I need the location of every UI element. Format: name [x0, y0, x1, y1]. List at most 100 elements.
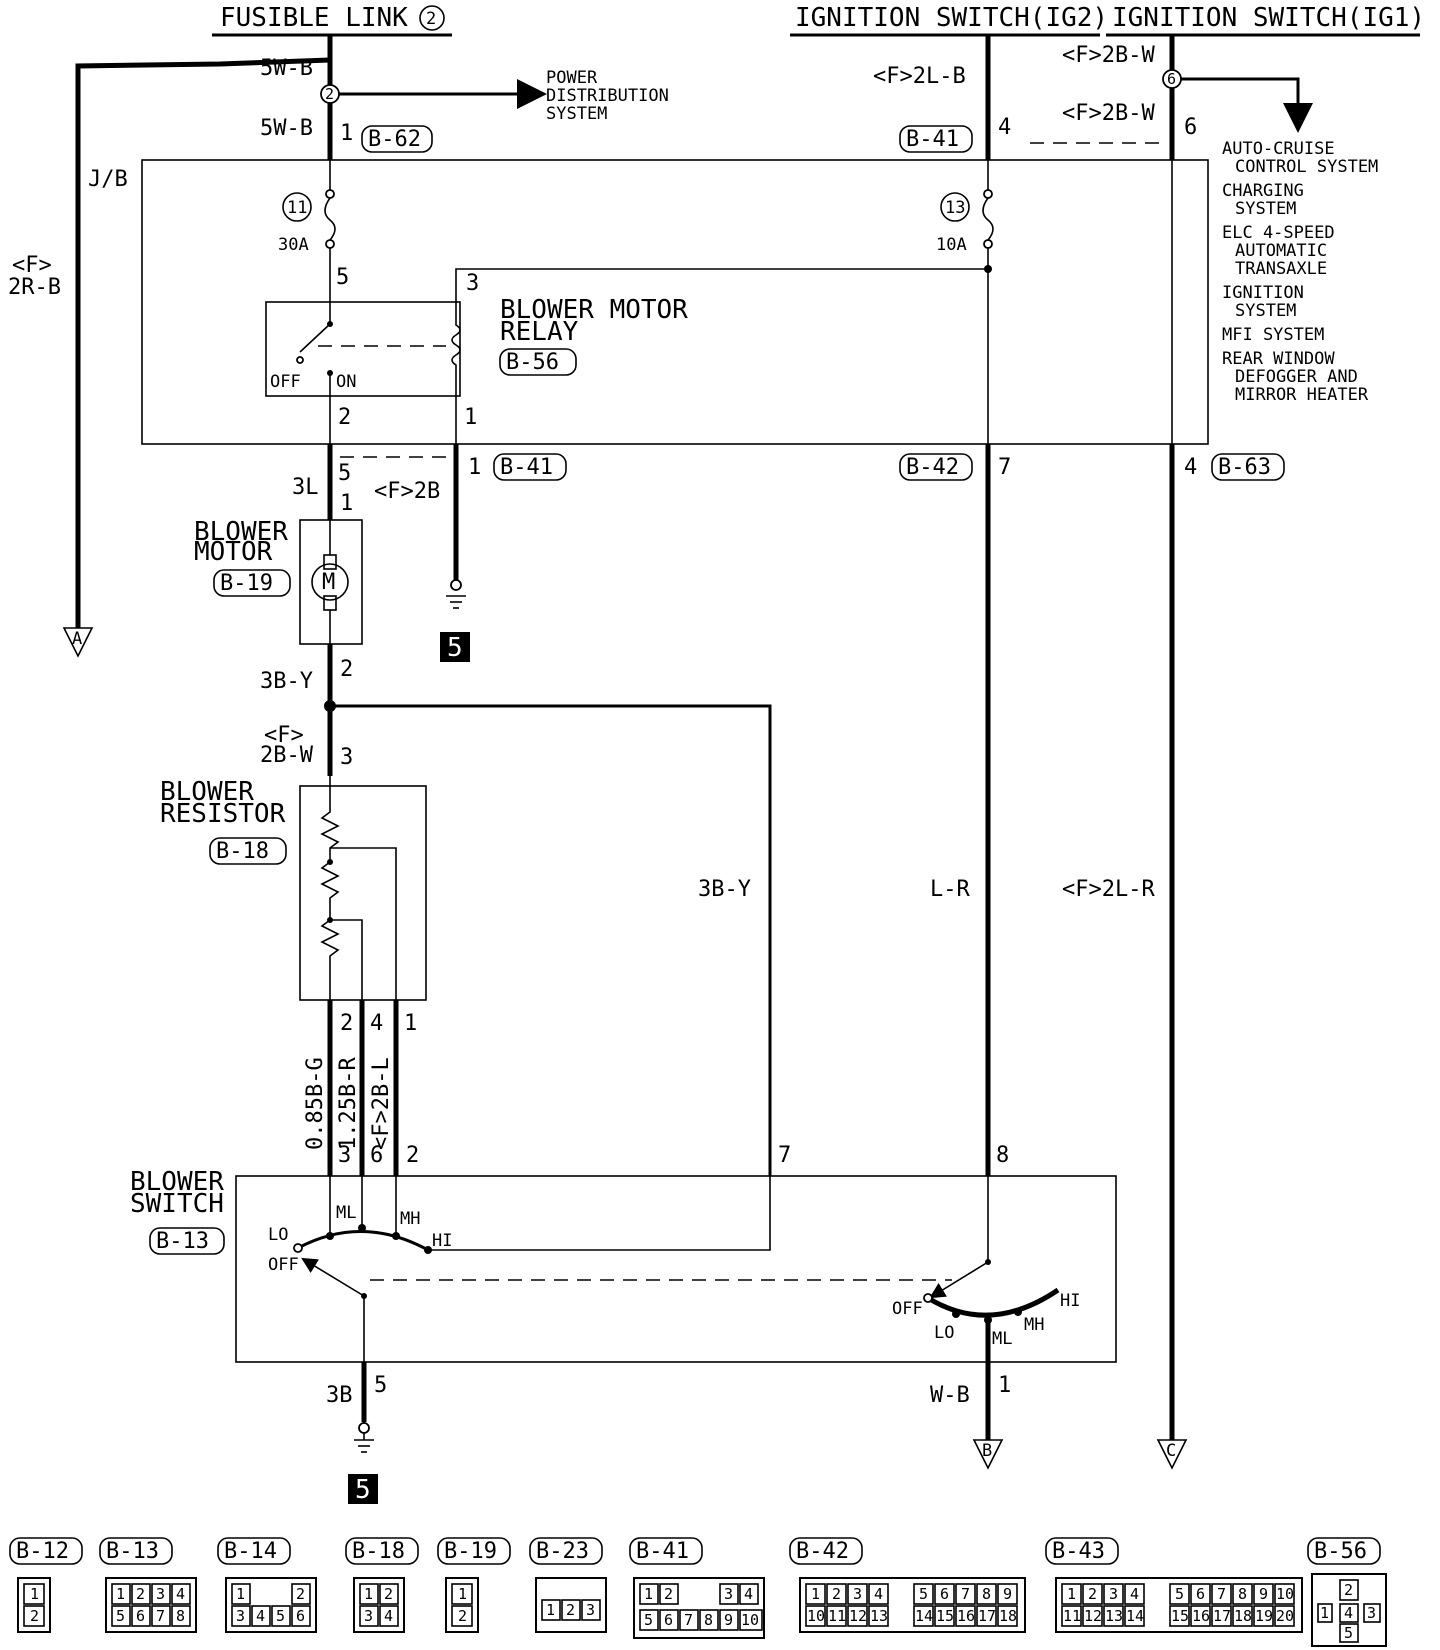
sw-hi-contact — [424, 1246, 432, 1254]
b42-cell — [847, 1583, 868, 1605]
b41-c9 — [719, 1609, 739, 1631]
system-auto-cruise-2: CONTROL SYSTEM — [1235, 157, 1378, 177]
b41-pin2: 2 — [664, 1585, 673, 1603]
pin-res2: 2 — [340, 1011, 353, 1036]
b23-c1 — [541, 1599, 561, 1621]
b41-c1 — [639, 1583, 659, 1605]
pin-sw8: 8 — [996, 1143, 1009, 1168]
relay-on-label: ON — [336, 372, 356, 392]
pin-sw6: 6 — [370, 1143, 383, 1168]
fuse13-element — [982, 197, 994, 241]
b42-cell — [847, 1605, 868, 1627]
motor-brush-bottom — [323, 595, 337, 611]
arrow-b — [972, 1439, 1004, 1470]
power-dist-line1: POWER — [546, 68, 598, 88]
arrow-c-label: C — [1166, 1441, 1176, 1461]
fuse11-circle — [282, 192, 312, 222]
fusible-link-label: FUSIBLE LINK — [220, 3, 408, 33]
b13-c3 — [151, 1583, 171, 1605]
fusible-link-header: FUSIBLE LINK 2 — [212, 3, 452, 37]
b18-pin2: 2 — [384, 1585, 393, 1603]
legend-b19: B-19 — [444, 1539, 497, 1564]
blower-switch-box — [235, 1175, 1117, 1363]
pin-relay3: 3 — [466, 271, 479, 296]
b43-cell — [1082, 1605, 1103, 1627]
b18-c4 — [379, 1605, 399, 1627]
legend-b23: B-23 — [536, 1539, 589, 1564]
b41-pin8: 8 — [704, 1611, 713, 1629]
legend-b23-tag — [529, 1537, 603, 1565]
conn-b42-box — [899, 453, 973, 481]
b43-cell — [1253, 1583, 1274, 1605]
b43-cell — [1103, 1605, 1124, 1627]
fuse13-num: 13 — [945, 198, 965, 218]
sw-wiper-right — [929, 1261, 989, 1299]
resistor-name-2: RESISTOR — [160, 799, 286, 829]
b13-c6 — [131, 1605, 151, 1627]
b18-c2 — [379, 1583, 399, 1605]
b42-cell — [934, 1605, 955, 1627]
wire-f2bl-label: <F>2B-L — [369, 1057, 394, 1150]
switch-name-2: SWITCH — [130, 1189, 224, 1219]
b41-c8 — [699, 1609, 719, 1631]
ground-badge-relay — [440, 632, 470, 662]
legend-b43-tag — [1045, 1537, 1119, 1565]
wire-085bg-label: 0.85B-G — [303, 1057, 328, 1150]
b14-pin3: 3 — [236, 1607, 245, 1625]
system-mfi: MFI SYSTEM — [1222, 325, 1324, 345]
b43-cell — [1124, 1583, 1145, 1605]
ground-relay-terminal — [450, 579, 462, 591]
b42-body — [799, 1577, 1026, 1633]
ground-badge-switch — [348, 1474, 378, 1504]
fuse11-rating: 30A — [278, 235, 309, 255]
pin-res3: 3 — [340, 745, 353, 770]
b14-c2 — [291, 1583, 311, 1605]
ground-switch-num: 5 — [355, 1475, 371, 1505]
b12-pin2: 2 — [30, 1607, 39, 1625]
b43-cell — [1103, 1583, 1124, 1605]
legend-b42: B-42 — [796, 1539, 849, 1564]
b43-pin: 18 — [1234, 1607, 1252, 1625]
b43-pin: 14 — [1126, 1607, 1144, 1625]
b43-pin: 1 — [1067, 1585, 1076, 1603]
b43-cell — [1082, 1583, 1103, 1605]
pin-b42-7: 7 — [998, 455, 1011, 480]
pin-res4: 4 — [370, 1011, 383, 1036]
fusible-link-number: 2 — [426, 9, 436, 29]
b42-cell — [805, 1605, 826, 1627]
connector-b13: 1 2 3 4 5 6 7 8 — [105, 1577, 197, 1633]
b41-pin1: 1 — [644, 1585, 653, 1603]
system-rear-window-3: MIRROR HEATER — [1235, 385, 1369, 405]
wire-f2bw-res-2: 2B-W — [260, 743, 314, 768]
b13-c1 — [111, 1583, 131, 1605]
b56-body — [1311, 1573, 1387, 1647]
splice-6-label: 6 — [1167, 70, 1176, 88]
relay-off-contact — [296, 356, 304, 364]
sw-off-contact — [293, 1243, 303, 1253]
b13-pin1: 1 — [116, 1585, 125, 1603]
legend-b13-tag — [99, 1537, 173, 1565]
motor-symbol — [311, 563, 349, 601]
b43-pin: 19 — [1255, 1607, 1273, 1625]
conn-b41-top: B-41 — [906, 127, 959, 152]
b43-pin: 2 — [1088, 1585, 1097, 1603]
conn-b56: B-56 — [506, 350, 559, 375]
b41-c7 — [679, 1609, 699, 1631]
b13-pin7: 7 — [156, 1607, 165, 1625]
wire-3l-label: 3L — [292, 475, 319, 500]
legend-b12-tag — [9, 1537, 83, 1565]
b14-c4 — [251, 1605, 271, 1627]
junction-block — [141, 159, 1209, 445]
pin-6: 6 — [1184, 115, 1197, 140]
b13-c8 — [171, 1605, 191, 1627]
wire-125br-label: 1.25B-R — [336, 1057, 361, 1150]
pin-sw1: 1 — [998, 1373, 1011, 1398]
arrow-a — [62, 627, 94, 658]
b43-pin: 4 — [1130, 1585, 1139, 1603]
b56-c2 — [1339, 1579, 1359, 1601]
conn-b63-box — [1211, 453, 1285, 481]
b42-pin: 3 — [853, 1585, 862, 1603]
motor-name-1: BLOWER — [194, 517, 288, 547]
b43-cell — [1253, 1605, 1274, 1627]
